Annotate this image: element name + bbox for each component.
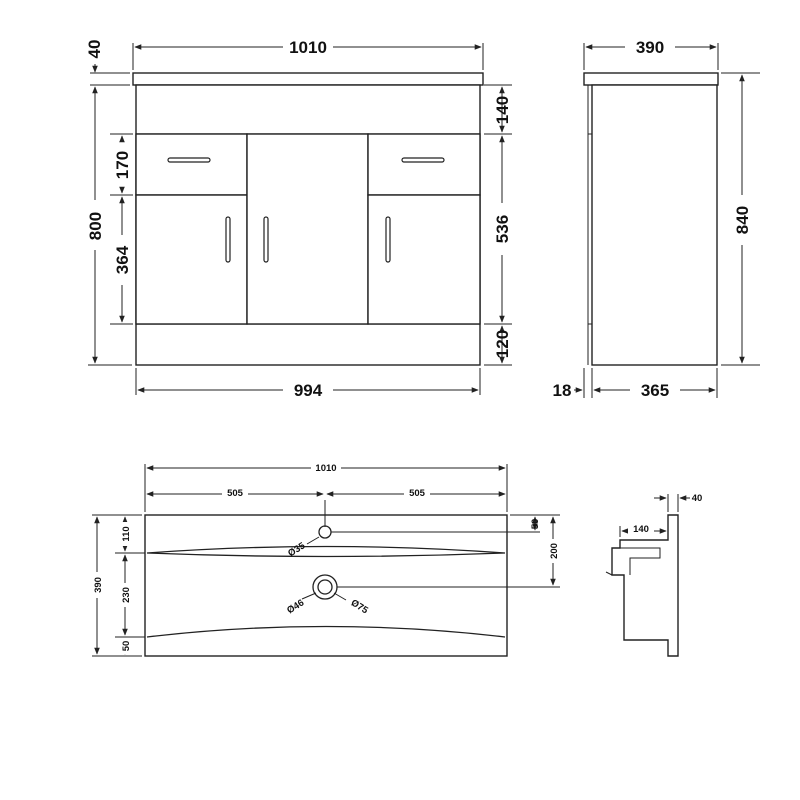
dim-tap-offset: 50	[530, 519, 541, 530]
basin-rear-curve	[146, 545, 506, 558]
dim-width-bottom: 994	[294, 381, 323, 400]
dim-side-height: 840	[733, 206, 752, 234]
dim-basin-bowl-depth: 140	[633, 524, 649, 535]
handle-left-door	[225, 216, 231, 263]
dim-waste-offset: 200	[549, 543, 560, 559]
handle-centre-door	[263, 216, 269, 263]
dim-front-edge: 110	[121, 526, 132, 541]
dim-drawer-height: 170	[113, 151, 132, 179]
dim-side-depth-base: 365	[641, 381, 669, 400]
left-drawer	[135, 133, 248, 196]
worktop	[132, 72, 484, 86]
side-worktop	[583, 72, 719, 86]
basin-outline	[144, 514, 508, 657]
dim-basin-lip: 40	[692, 493, 703, 504]
dim-right-middle: 536	[493, 215, 512, 243]
dim-side-depth-top: 390	[636, 38, 664, 57]
side-view: 390 840 18 365	[553, 38, 760, 400]
right-door	[367, 194, 481, 325]
dim-right-top: 140	[493, 96, 512, 124]
dim-basin-depth: 390	[93, 577, 104, 593]
handle-left-drawer	[167, 157, 211, 163]
side-carcass	[591, 84, 718, 366]
dim-door-height: 364	[113, 245, 132, 274]
dim-top-thickness: 40	[85, 40, 104, 59]
dim-back-edge: 50	[121, 641, 132, 652]
dim-height-total: 800	[86, 212, 105, 240]
front-view: 1010 994 40 800 170 364 140	[85, 38, 512, 400]
basin-front-curve	[146, 625, 506, 638]
dim-side-offset: 18	[553, 381, 572, 400]
dim-basin-width: 1010	[315, 463, 336, 474]
handle-right-door	[385, 216, 391, 263]
basin-side-profile	[611, 514, 679, 657]
basin-plan-view: Ø35 Ø46 Ø75 1010 505 505 390 110 230	[90, 461, 560, 657]
dim-bowl: 230	[121, 587, 132, 603]
right-drawer	[367, 133, 481, 196]
handle-right-drawer	[401, 157, 445, 163]
dim-half-right: 505	[409, 488, 426, 499]
basin-side-view: 40 140	[605, 493, 703, 657]
dim-width-top: 1010	[289, 38, 327, 57]
waste-inner	[317, 579, 333, 595]
dim-half-left: 505	[227, 488, 244, 499]
dim-right-bottom: 120	[493, 330, 512, 358]
